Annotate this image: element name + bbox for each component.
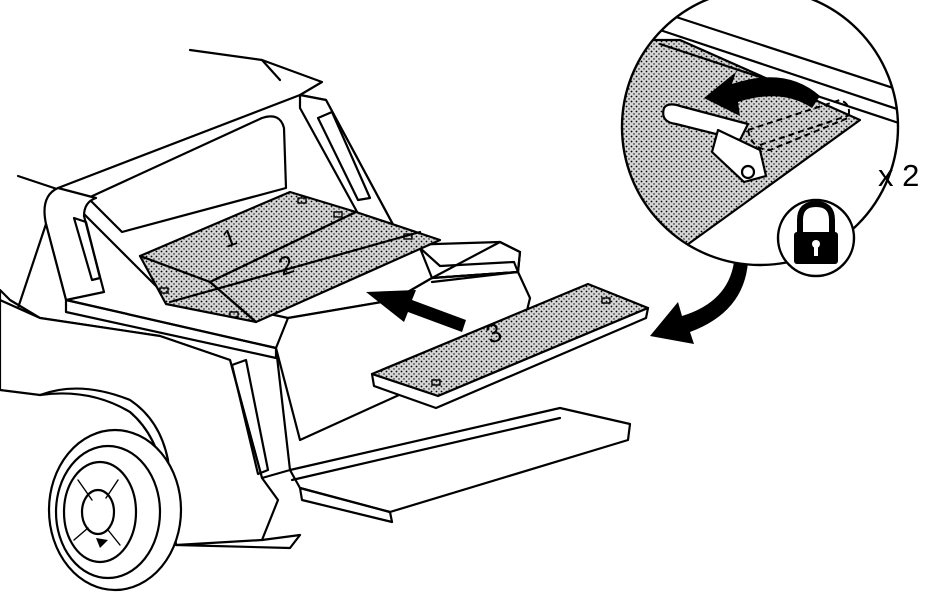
wheel-well-hump: [418, 246, 520, 280]
rim-slot: [96, 538, 108, 548]
latch-marks: [159, 197, 413, 318]
latch-handle: [662, 103, 750, 142]
bumper-corner: [174, 533, 302, 550]
rail-window-right: [316, 110, 372, 202]
rear-fender: [0, 298, 280, 547]
curved-arrow-icon: [704, 72, 820, 116]
cab-roof-edge: [260, 58, 282, 82]
taillight: [230, 358, 270, 476]
rim-spokes: [73, 479, 121, 546]
cab-rear-window: [86, 115, 288, 234]
rail-window-left: [72, 216, 102, 282]
quantity-multiplier: x 2: [878, 158, 920, 193]
latch-open-position: [746, 98, 850, 152]
loose-panel: 3: [370, 282, 650, 410]
hood-line: [16, 174, 62, 192]
tire-inner: [54, 444, 162, 580]
latch-open-position-2: [759, 114, 851, 146]
straight-arrow-icon: [366, 290, 466, 332]
tailgate-hinge-line: [290, 416, 562, 482]
detail-callout: [620, 0, 900, 267]
cab-roof: [188, 48, 324, 97]
panel-seam: [168, 230, 422, 304]
latch-pivot: [740, 164, 756, 180]
tailgate-edge: [298, 486, 394, 524]
rear-wheel: [47, 428, 183, 592]
tailgate: [288, 406, 632, 514]
latch-mark: [431, 379, 441, 386]
loose-panel-edge: [370, 306, 650, 410]
installed-floor-panels: 1 2: [138, 190, 442, 324]
floor-panel-strip: [138, 254, 258, 324]
latch-mark: [601, 297, 611, 304]
padlock-icon: [776, 198, 856, 278]
curved-arrow-icon: [650, 262, 748, 344]
bed-right-wall: [430, 240, 522, 284]
hub: [80, 488, 116, 536]
bed-rail-top: [64, 298, 278, 360]
rim: [62, 460, 138, 564]
